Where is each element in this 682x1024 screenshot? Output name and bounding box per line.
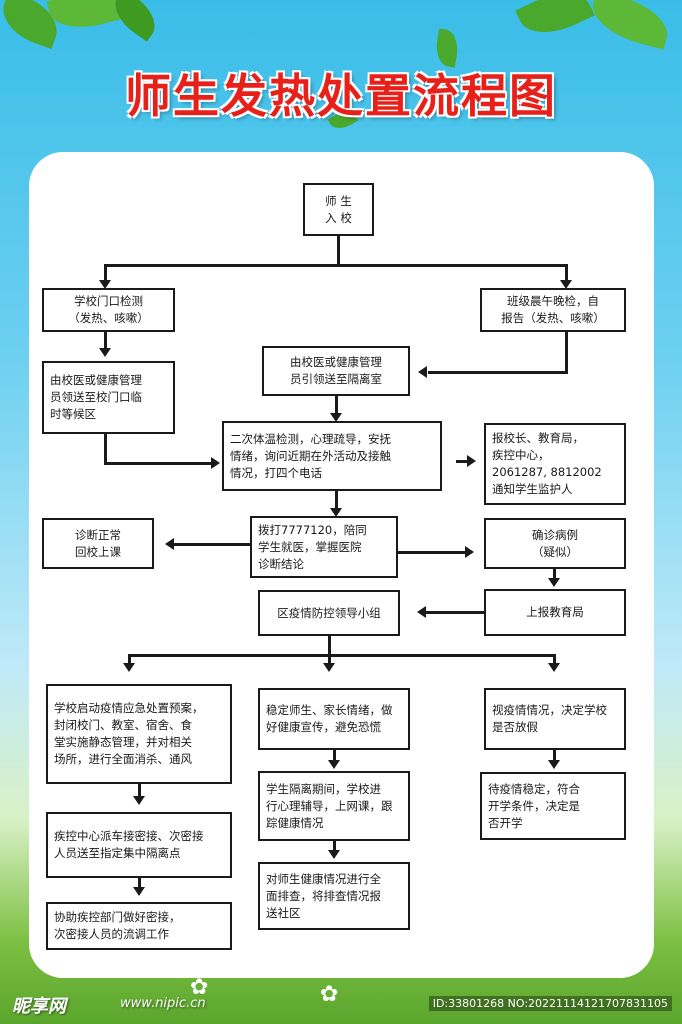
arrow-left	[418, 366, 427, 378]
leaf-decoration	[105, 0, 165, 42]
box-health-screening: 对师生健康情况进行全 面排查，将排查情况报 送社区	[258, 862, 410, 930]
connector	[335, 396, 338, 414]
box-reopen-decision: 待疫情稳定，符合 开学条件，决定是 否开学	[480, 772, 626, 840]
box-holiday-decision: 视疫情情况，决定学校 是否放假	[484, 688, 626, 750]
arrow-down	[328, 760, 340, 769]
connector	[104, 264, 107, 280]
connector	[565, 264, 568, 280]
arrow-right	[467, 455, 476, 467]
leaf-decoration	[46, 0, 124, 37]
flower-decoration: ✿	[190, 975, 209, 1000]
connector	[328, 654, 331, 664]
connector	[398, 551, 466, 554]
connector	[104, 264, 568, 267]
watermark-url: www.nipic.cn	[120, 996, 206, 1011]
flower-decoration: ✿	[320, 982, 339, 1007]
box-isolation-period: 学生隔离期间，学校进 行心理辅导，上网课，跟 踪健康情况	[258, 771, 410, 841]
box-enter-school: 师 生 入 校	[303, 183, 374, 236]
box-to-isolation-room: 由校医或健康管理 员引领送至隔离室	[262, 346, 410, 396]
arrow-down	[123, 663, 135, 672]
arrow-down	[99, 348, 111, 357]
arrow-left	[165, 538, 174, 550]
connector	[104, 434, 107, 465]
connector	[138, 878, 141, 888]
arrow-right	[211, 457, 220, 469]
arrow-left	[417, 606, 426, 618]
arrow-down	[548, 760, 560, 769]
arrow-down	[560, 280, 572, 289]
connector	[104, 462, 212, 465]
connector	[426, 611, 484, 614]
connector	[337, 236, 340, 266]
connector	[128, 654, 556, 657]
connector	[104, 332, 107, 348]
connector	[138, 784, 141, 797]
arrow-down	[330, 508, 342, 517]
connector	[128, 654, 131, 664]
arrow-down	[328, 850, 340, 859]
arrow-down	[330, 413, 342, 422]
box-stabilize-emotions: 稳定师生、家长情绪，做 好健康宣传，避免恐慌	[258, 688, 410, 750]
connector	[456, 460, 468, 463]
page-title: 师生发热处置流程图	[125, 69, 557, 123]
connector	[335, 491, 338, 509]
arrow-down	[548, 578, 560, 587]
box-leading-group: 区疫情防控领导小组	[258, 590, 400, 636]
box-class-check: 班级晨午晚检，自 报告（发热、咳嗽）	[480, 288, 626, 332]
box-emergency-plan: 学校启动疫情应急处置预案， 封闭校门、教室、宿舍、食 堂实施静态管理，并对相关 …	[46, 684, 232, 784]
watermark-id: ID:33801268 NO:20221114121707831105	[428, 996, 672, 1011]
leaf-decoration	[515, 0, 595, 46]
box-gate-waiting-area: 由校医或健康管理 员领送至校门口临 时等候区	[42, 361, 175, 434]
connector	[428, 371, 568, 374]
arrow-down	[99, 280, 111, 289]
box-call-hospital: 拨打7777120，陪同 学生就医，掌握医院 诊断结论	[250, 516, 398, 578]
connector	[553, 569, 556, 579]
arrow-down	[133, 887, 145, 896]
arrow-right	[465, 546, 474, 558]
box-normal-return: 诊断正常 回校上课	[42, 518, 154, 569]
box-report-leaders: 报校长、教育局， 疾控中心， 2061287, 8812002 通知学生监护人	[484, 423, 626, 505]
box-gate-check: 学校门口检测 （发热、咳嗽）	[42, 288, 175, 332]
arrow-down	[133, 796, 145, 805]
arrow-down	[323, 663, 335, 672]
connector	[553, 654, 556, 664]
connector	[565, 332, 568, 374]
box-second-temperature-check: 二次体温检测，心理疏导，安抚 情绪，询问近期在外活动及接触 情况，打四个电话	[222, 421, 442, 491]
connector	[328, 636, 331, 656]
box-confirmed-case: 确诊病例 （疑似）	[484, 518, 626, 569]
connector	[333, 750, 336, 761]
arrow-down	[548, 663, 560, 672]
connector	[174, 543, 250, 546]
watermark-logo: 昵享网	[12, 996, 66, 1017]
box-assist-cdc: 协助疾控部门做好密接， 次密接人员的流调工作	[46, 902, 232, 950]
connector	[333, 841, 336, 851]
leaf-decoration	[586, 0, 674, 50]
box-cdc-transport: 疾控中心派车接密接、次密接 人员送至指定集中隔离点	[46, 812, 232, 878]
connector	[553, 750, 556, 761]
box-report-education-bureau: 上报教育局	[484, 589, 626, 636]
